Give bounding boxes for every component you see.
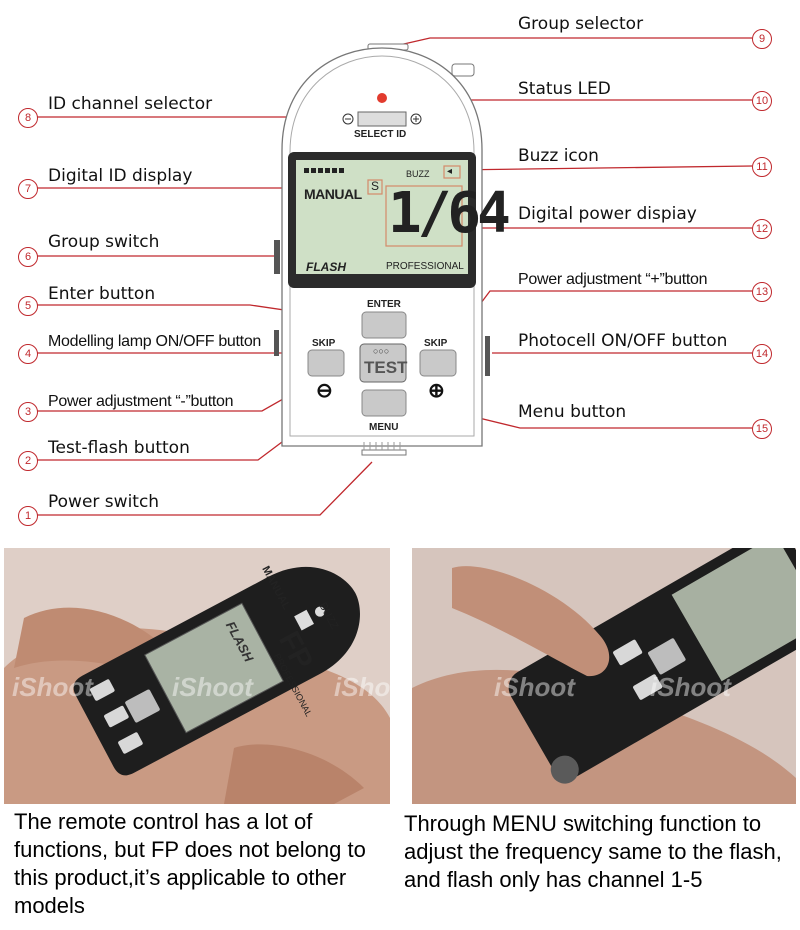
skip-right-label: SKIP (424, 338, 448, 349)
lcd-buzz: BUZZ (406, 169, 430, 179)
callout-number-3: 3 (18, 402, 38, 422)
watermark-2: iShoot (172, 672, 253, 702)
menu-label: MENU (369, 422, 399, 433)
caption-right: Through MENU switching function to adjus… (404, 811, 782, 892)
test-button[interactable]: ○○○ TEST (360, 344, 408, 382)
skip-right-button[interactable] (420, 350, 456, 376)
callout-number-15: 15 (752, 419, 772, 439)
test-dots-icon: ○○○ (373, 346, 390, 356)
lcd-power-value: 1/64 (388, 181, 511, 246)
callout-number-9: 9 (752, 29, 772, 49)
callout-number-14: 14 (752, 344, 772, 364)
callout-number-10: 10 (752, 91, 772, 111)
callout-label-menu-button: Menu button (518, 402, 627, 422)
minus-icon: ⊖ (316, 380, 333, 402)
callout-label-group-switch: Group switch (48, 232, 160, 252)
menu-button[interactable] (362, 390, 406, 416)
callout-number-12: 12 (752, 219, 772, 239)
photo-right-finger-menu: iShoot iShoot (412, 548, 796, 804)
callout-label-power-switch: Power switch (48, 492, 160, 512)
select-id-label: SELECT ID (354, 129, 407, 140)
watermark-4: iShoot (494, 672, 575, 702)
callout-label-status-led: Status LED (518, 79, 611, 99)
caption-left: The remote control has a lot of function… (14, 809, 366, 918)
enter-label: ENTER (367, 299, 401, 310)
watermark-3: iShoot (334, 672, 390, 702)
callout-number-4: 4 (18, 344, 38, 364)
buzz-icon: ◂ (447, 166, 453, 177)
skip-left-label: SKIP (312, 338, 336, 349)
remote-body-outline (274, 43, 490, 456)
lcd-id-char: S (371, 179, 380, 193)
remote-control-diagram: SELECT ID MANUAL S BUZZ ◂ 1/64 FLASH PRO… (274, 40, 511, 456)
callout-number-1: 1 (18, 506, 38, 526)
skip-left-button[interactable] (308, 350, 344, 376)
leader-1 (36, 461, 373, 516)
callout-number-7: 7 (18, 179, 38, 199)
leader-9 (394, 37, 752, 47)
test-label: TEST (364, 358, 408, 377)
leader-11 (449, 165, 753, 171)
watermark-1: iShoot (12, 672, 93, 702)
callout-label-test-flash-button: Test-flash button (48, 438, 190, 458)
callout-label-modelling-lamp-button: Modelling lamp ON/OFF button (48, 333, 262, 350)
callout-number-13: 13 (752, 282, 772, 302)
callout-label-enter-button: Enter button (48, 284, 156, 304)
callout-label-digital-id-display: Digital ID display (48, 166, 193, 186)
callout-number-5: 5 (18, 296, 38, 316)
callout-label-group-selector: Group selector (518, 14, 644, 34)
photo-right-illustration (412, 548, 796, 804)
lcd-mode: MANUAL (304, 186, 362, 202)
photo-left-illustration (4, 548, 390, 804)
lcd-flash: FLASH (306, 260, 346, 274)
callout-label-power-minus-button: Power adjustment “-”button (48, 393, 234, 410)
photo-left-hand-remote: MANUAL FLASH FP BUZZ PROFESSIONAL iShoot… (4, 548, 390, 804)
callout-label-digital-power-display: Digital power dispiay (518, 204, 697, 224)
callout-number-6: 6 (18, 247, 38, 267)
plus-icon: ⊕ (428, 380, 445, 402)
callout-label-buzz-icon: Buzz icon (518, 146, 599, 166)
enter-button[interactable] (362, 312, 406, 338)
callout-label-id-channel-selector: ID channel selector (48, 94, 213, 114)
watermark-5: iShoot (650, 672, 731, 702)
lcd-professional: PROFESSIONAL (386, 261, 464, 272)
callout-number-2: 2 (18, 451, 38, 471)
callout-number-11: 11 (752, 157, 772, 177)
callout-label-photocell-button: Photocell ON/OFF button (518, 331, 728, 351)
callout-label-power-plus-button: Power adjustment “+”button (518, 271, 708, 288)
callout-number-8: 8 (18, 108, 38, 128)
